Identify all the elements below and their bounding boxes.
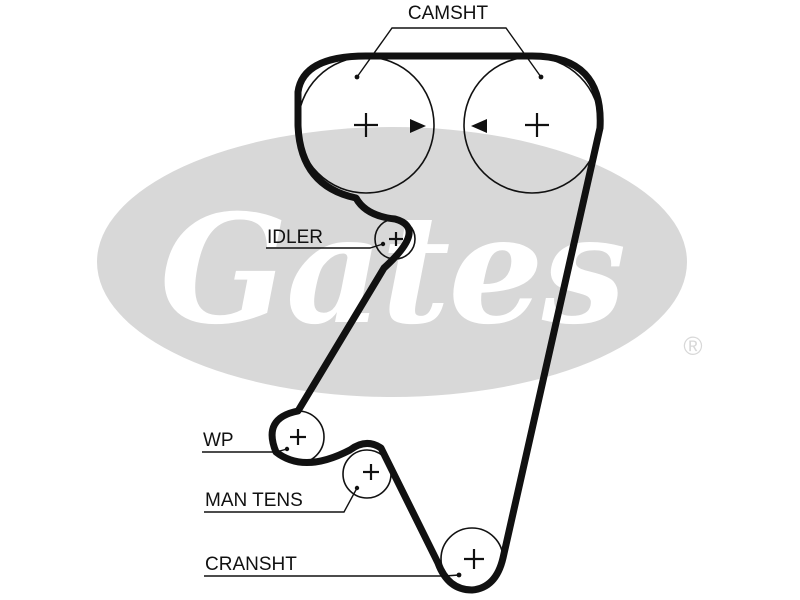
registered-mark: ®	[683, 331, 702, 361]
triangle-marker-icon	[471, 119, 487, 133]
plus-icon	[354, 113, 378, 137]
labels: CAMSHT IDLER WP MAN TENS CRANSHT	[203, 3, 488, 575]
leader-lines	[202, 27, 542, 577]
gates-logo-watermark: Gates ®	[97, 127, 703, 397]
pulley-center-marks	[290, 113, 549, 569]
leader-camshaft	[356, 27, 542, 78]
label-camshaft: CAMSHT	[408, 3, 489, 24]
logo-brand-text: Gates	[160, 182, 624, 358]
plus-icon	[290, 429, 306, 445]
timing-markers	[410, 119, 487, 133]
label-water-pump: WP	[203, 430, 234, 451]
plus-icon	[464, 549, 484, 569]
label-crankshaft: CRANSHT	[205, 554, 297, 575]
label-idler: IDLER	[267, 227, 323, 248]
leader-idler	[266, 243, 384, 249]
plus-icon	[525, 113, 549, 137]
label-manual-tensioner: MAN TENS	[205, 490, 303, 511]
plus-icon	[389, 232, 403, 246]
triangle-marker-icon	[410, 119, 426, 133]
leader-tensioner	[204, 487, 358, 513]
leader-water-pump	[202, 448, 288, 453]
leader-crankshaft	[204, 574, 460, 577]
plus-icon	[363, 464, 379, 480]
